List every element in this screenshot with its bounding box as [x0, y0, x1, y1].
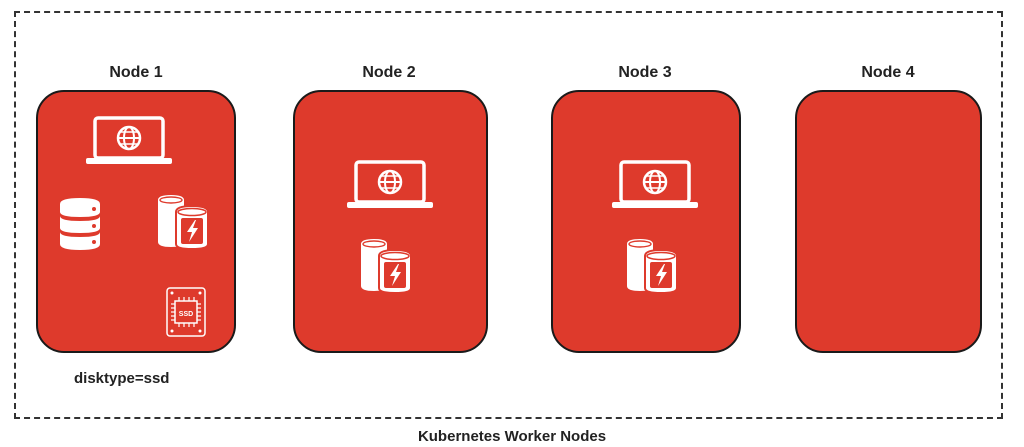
ssd-chip-text: SSD: [179, 311, 193, 318]
node-1-label: disktype=ssd: [74, 370, 170, 387]
node-2-title: Node 2: [362, 64, 416, 81]
node-1-title: Node 1: [109, 64, 163, 81]
laptop-globe-icon: [610, 160, 700, 210]
cluster-boundary: [14, 11, 1003, 419]
node-3-title: Node 3: [618, 64, 672, 81]
cluster-label: Kubernetes Worker Nodes: [417, 428, 607, 445]
node-1-box[interactable]: SSD: [36, 90, 236, 353]
node-4-title: Node 4: [861, 64, 915, 81]
node-3-box[interactable]: [551, 90, 741, 353]
node-4-box[interactable]: [795, 90, 982, 353]
node-2-box[interactable]: [293, 90, 488, 353]
ssd-chip-icon: SSD: [166, 287, 206, 337]
laptop-globe-icon: [84, 116, 174, 166]
storage-drive-icon: [156, 194, 212, 250]
storage-drive-icon: [625, 238, 681, 294]
database-icon: [58, 196, 102, 252]
storage-drive-icon: [359, 238, 415, 294]
laptop-globe-icon: [345, 160, 435, 210]
